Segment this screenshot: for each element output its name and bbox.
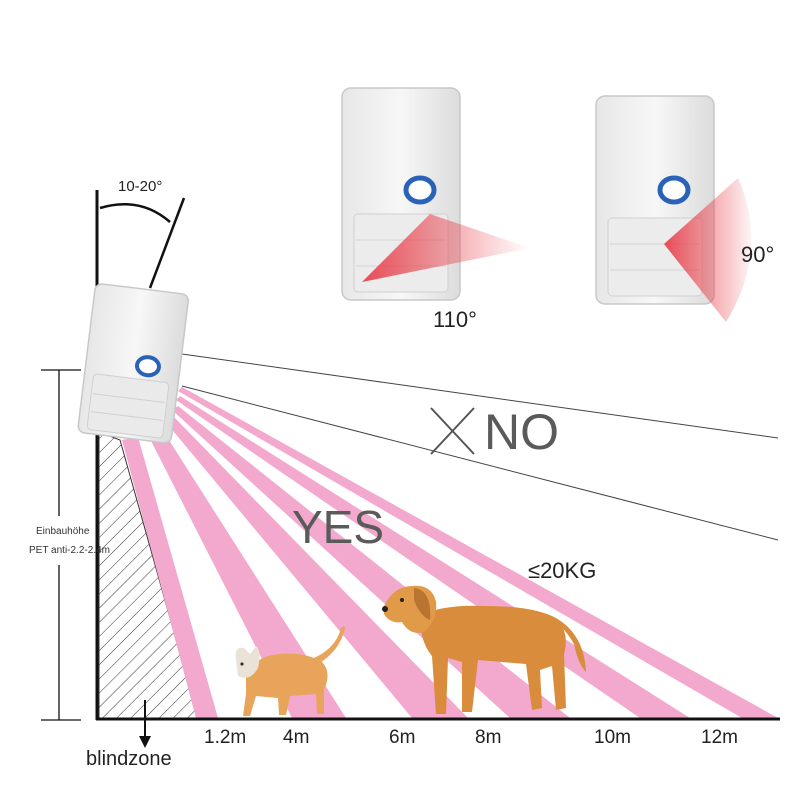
dog-icon	[382, 585, 586, 714]
fan-110	[362, 214, 530, 282]
blindzone-label: blindzone	[86, 748, 172, 770]
angle-110-label: 110°	[433, 307, 477, 332]
beam-1	[122, 437, 218, 718]
tilt-line	[148, 197, 186, 289]
down-arrow-icon	[139, 700, 151, 748]
yes-detection-label: YES	[292, 501, 385, 553]
distance-label: 6m	[389, 727, 416, 748]
tilt-angle-label: 10-20°	[118, 178, 163, 195]
height-label-line2: PET anti-2.2-2.4m	[29, 545, 110, 556]
no-detection-label: NO	[484, 404, 559, 460]
cross-icon	[430, 407, 475, 455]
distance-label: 10m	[594, 727, 631, 748]
fan-90	[664, 178, 752, 322]
height-dimension	[41, 369, 81, 721]
distance-label: 8m	[475, 727, 502, 748]
beam-2	[146, 426, 346, 718]
upper-beam-line-2	[181, 385, 779, 541]
distance-label: 12m	[701, 727, 738, 748]
cat-icon	[235, 626, 345, 716]
height-label-line1: Einbauhöhe	[36, 526, 90, 537]
distance-label: 4m	[283, 727, 310, 748]
tilt-arc	[99, 202, 171, 223]
beam-3	[164, 415, 468, 718]
detection-beams	[122, 387, 778, 718]
upper-beam-line-1	[181, 353, 779, 439]
pet-weight-label: ≤20KG	[528, 558, 597, 583]
pir-sensor-icon	[77, 283, 189, 444]
angle-90-label: 90°	[741, 242, 775, 267]
distance-label: 1.2m	[204, 727, 247, 748]
beam-6	[178, 387, 778, 718]
